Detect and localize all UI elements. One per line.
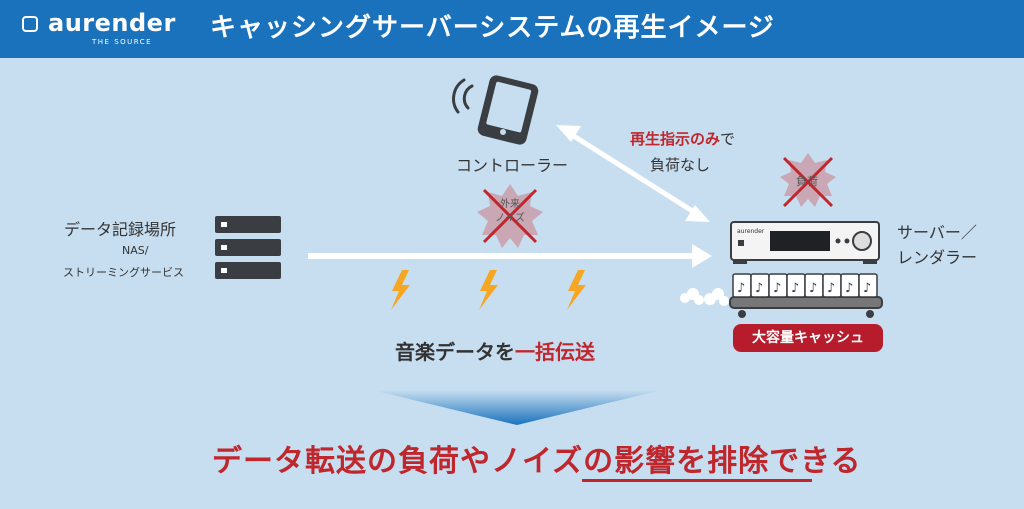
data-transfer-arrow — [308, 244, 712, 268]
lightning-icons — [391, 270, 586, 310]
music-transfer-red: 一括伝送 — [515, 340, 595, 364]
lightning-icon-3 — [567, 270, 586, 310]
cache-label: 大容量キャッシュ — [752, 330, 864, 346]
storage-label: データ記録場所 — [64, 220, 177, 239]
controller-double-arrow — [556, 125, 710, 222]
svg-text:♪: ♪ — [737, 281, 745, 296]
wireless-signal-icon — [452, 78, 474, 114]
noise-burst-crossed-icon — [477, 184, 543, 248]
play-instruction-red: 再生指示のみ — [630, 130, 721, 148]
streaming-label: ストリーミングサービス — [63, 266, 184, 279]
storage-server-icon — [215, 216, 281, 279]
load-label: 負荷 — [796, 175, 818, 188]
music-transfer-prefix: 音楽データを — [395, 340, 515, 364]
headline: データ転送の負荷やノイズの影響を排除できる — [212, 436, 862, 480]
svg-text:♪: ♪ — [845, 281, 853, 296]
svg-text:♪: ♪ — [809, 281, 817, 296]
lightning-icon-1 — [391, 270, 410, 310]
no-load-label: 負荷なし — [650, 156, 711, 174]
nas-label: NAS/ — [122, 244, 149, 257]
noise-label-line1: 外来 — [500, 199, 520, 210]
svg-text:♪: ♪ — [827, 281, 835, 296]
device-brand-label: aurender — [737, 228, 765, 235]
cache-storage-icon: ♪ ♪ ♪ ♪ ♪ ♪ ♪ ♪ — [729, 273, 883, 318]
funnel-arrow-icon — [372, 390, 662, 425]
renderer-label: レンダラー — [897, 248, 978, 267]
logo-subtitle: THE SOURCE — [92, 38, 153, 46]
play-instruction-rest: で — [720, 130, 736, 148]
header-bar: aurender THE SOURCE キャッシングサーバーシステムの再生イメー… — [0, 0, 1024, 58]
page-title: キャッシングサーバーシステムの再生イメージ — [210, 13, 775, 43]
noise-label-line2: ノイズ — [495, 213, 525, 224]
music-transfer-label: 音楽データを一括伝送 — [395, 336, 595, 365]
headline-underline — [582, 479, 812, 482]
puff-cloud-icon — [680, 288, 729, 306]
svg-text:♪: ♪ — [791, 281, 799, 296]
cache-badge: 大容量キャッシュ — [733, 324, 883, 352]
svg-text:♪: ♪ — [755, 281, 763, 296]
aurender-logo: aurender THE SOURCE — [22, 9, 175, 49]
server-renderer-device-icon — [730, 221, 880, 264]
svg-text:♪: ♪ — [773, 281, 781, 296]
phone-icon — [477, 75, 539, 145]
lightning-icon-2 — [479, 270, 498, 310]
headline-underlined: 影響を排除できる — [614, 444, 862, 479]
svg-text:♪: ♪ — [863, 281, 871, 296]
server-label: サーバー／ — [897, 223, 977, 242]
play-instruction-label: 再生指示のみで — [630, 129, 735, 149]
logo-text: aurender — [48, 9, 176, 37]
load-burst-crossed-icon — [780, 153, 836, 208]
headline-prefix: データ転送の負荷やノイズの — [212, 444, 615, 479]
controller-label: コントローラー — [456, 156, 569, 175]
logo-square-icon — [22, 16, 38, 32]
